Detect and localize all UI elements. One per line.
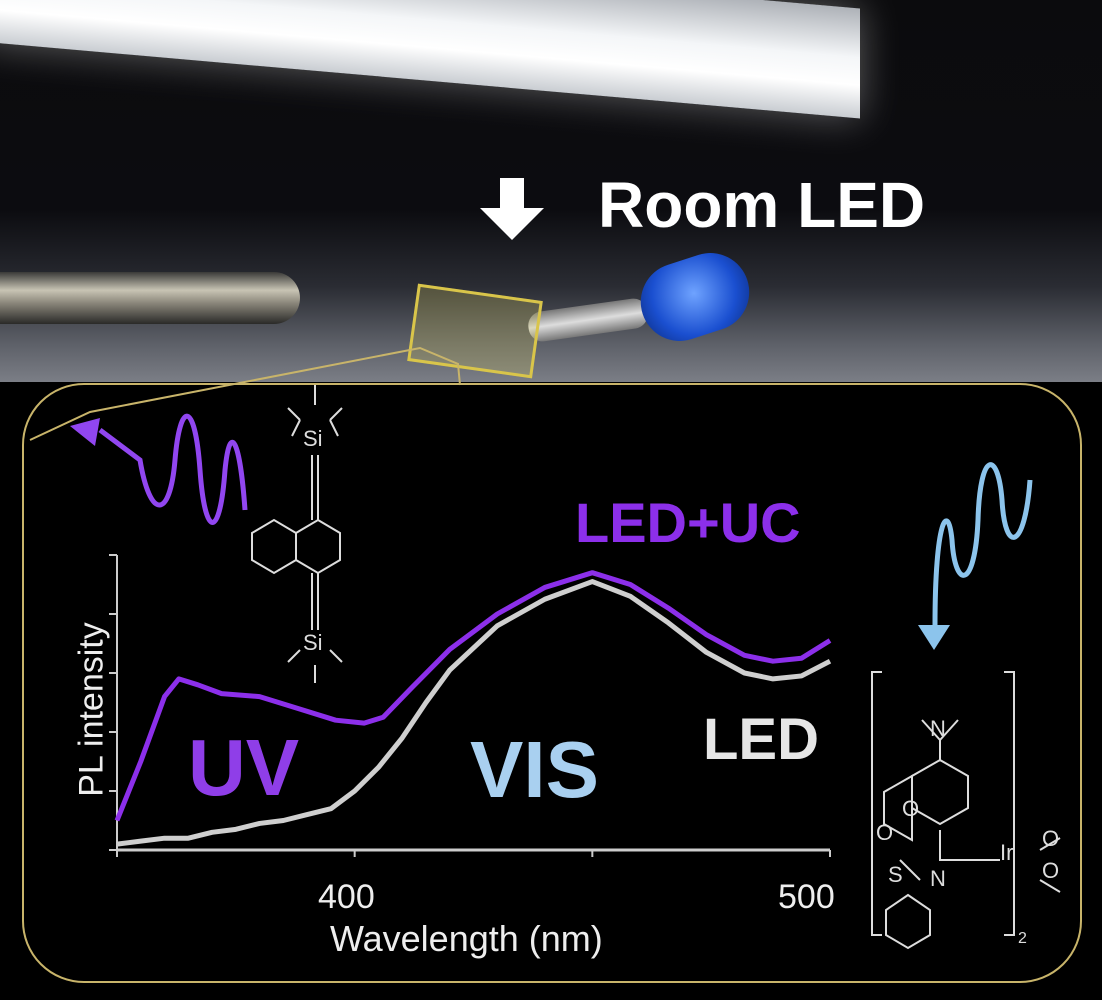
- vis-photon-wave-icon: [932, 462, 1033, 626]
- callout-lines: [29, 346, 461, 441]
- led-uc-series-label: LED+UC: [575, 491, 801, 554]
- ir-atom-label: Ir: [1000, 840, 1014, 865]
- o-atom-label: O: [1042, 858, 1060, 883]
- emitter-molecule: [251, 385, 343, 683]
- room-led-label: Room LED: [598, 169, 926, 241]
- uv-arrow-head-icon: [70, 418, 100, 446]
- o-atom-label: O: [876, 820, 894, 845]
- uv-photon-wave-icon: [98, 413, 248, 525]
- s-atom-label: S: [888, 862, 903, 887]
- y-axis-label: PL intensity: [72, 622, 111, 797]
- vis-arrow-head-icon: [918, 625, 950, 650]
- uv-label: UV: [188, 723, 300, 812]
- led-series-label: LED: [703, 707, 819, 772]
- photo-panel: Room LED: [0, 0, 1102, 382]
- vis-label: VIS: [470, 725, 599, 814]
- sensitizer-molecule: [871, 671, 1061, 950]
- n-atom-label: N: [930, 866, 946, 891]
- inset-frame: [22, 383, 1082, 983]
- x-tick-label: 400: [318, 878, 375, 916]
- series-line-led: [116, 579, 832, 847]
- si-atom-label: Si: [303, 426, 323, 451]
- down-arrow-icon: [480, 178, 544, 240]
- n-atom-label: N: [930, 716, 946, 741]
- o-atom-label: O: [1042, 826, 1060, 851]
- si-atom-label: Si: [303, 630, 323, 655]
- series-line-led-uc: [114, 570, 832, 822]
- pl-chart: [109, 554, 832, 857]
- x-tick-label: 500: [778, 878, 835, 916]
- x-axis-label: Wavelength (nm): [330, 918, 603, 959]
- o-atom-label: O: [902, 796, 920, 821]
- subscript-label: 2: [1018, 930, 1027, 947]
- metal-rod: [0, 272, 300, 324]
